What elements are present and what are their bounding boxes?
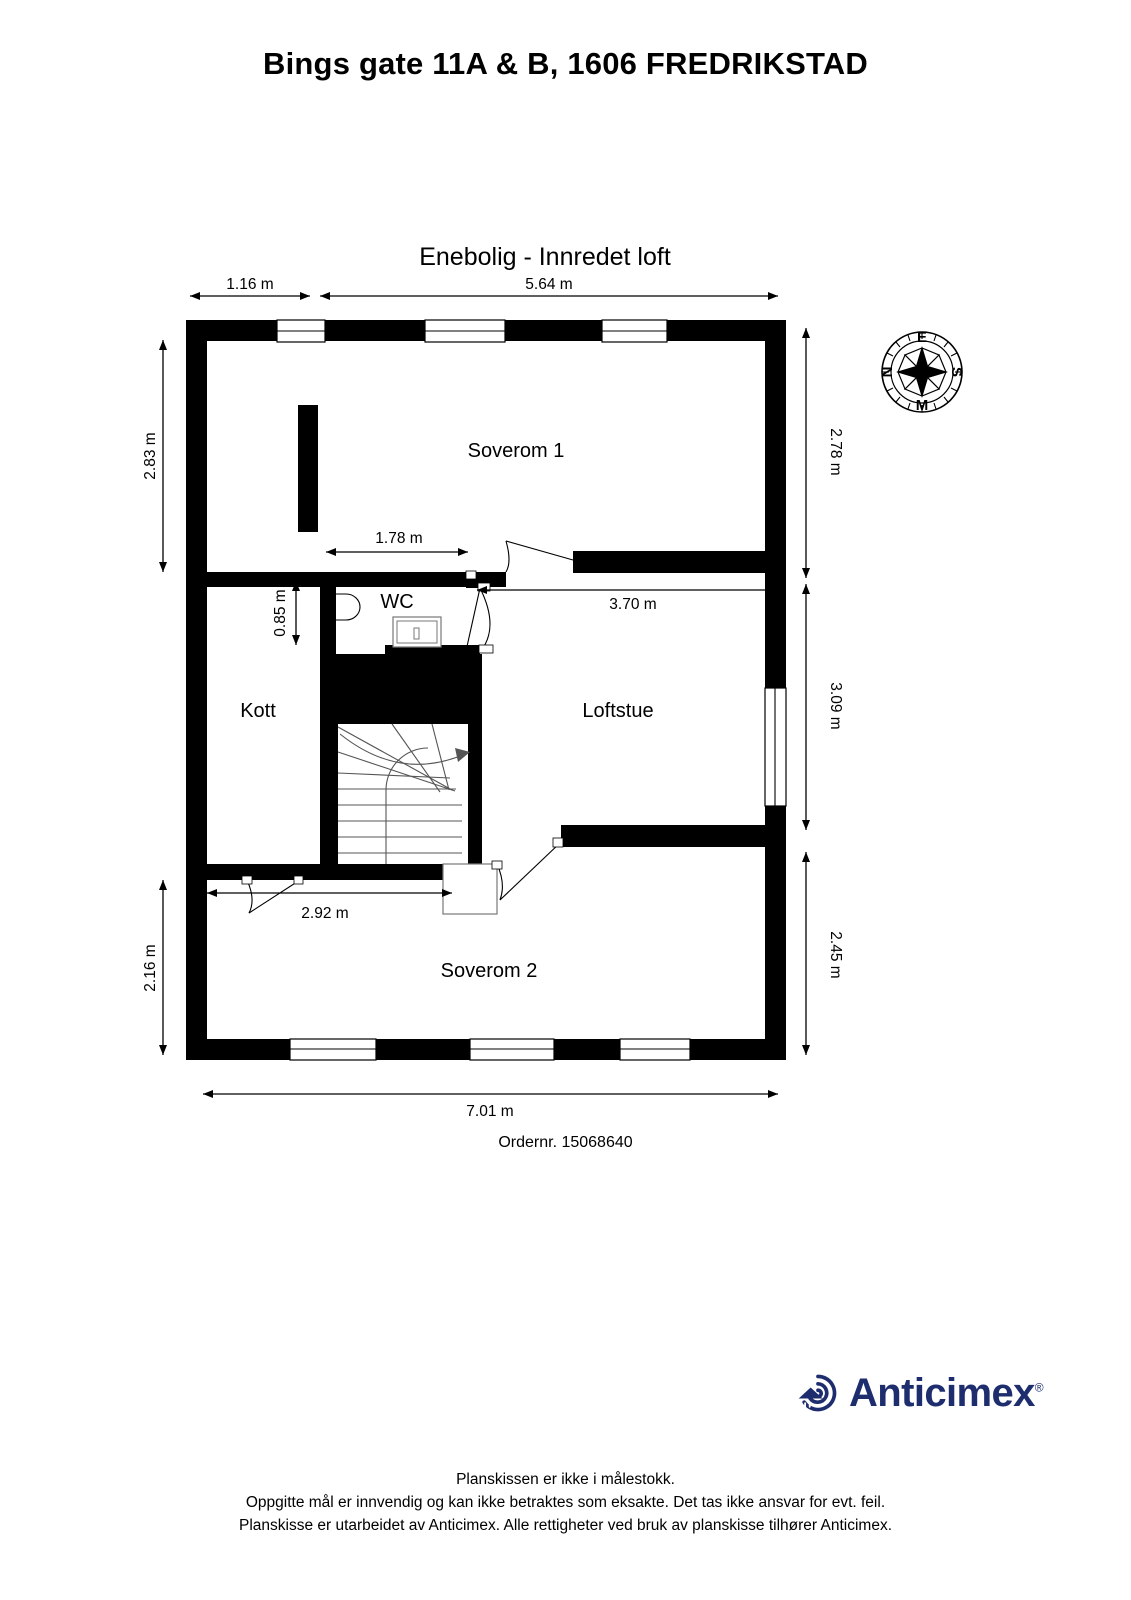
page-title: Bings gate 11A & B, 1606 FREDRIKSTAD bbox=[263, 46, 868, 81]
stair-landing-box bbox=[442, 863, 498, 915]
interior-wall-stair-right bbox=[468, 724, 482, 864]
dim-label-right-upper: 2.78 m bbox=[827, 428, 844, 475]
plan-subtitle: Enebolig - Innredet loft bbox=[419, 243, 671, 271]
window-top-2 bbox=[424, 319, 506, 343]
registered-trademark-symbol: ® bbox=[1034, 1380, 1044, 1395]
brand-name: Anticimex bbox=[849, 1371, 1035, 1415]
door-soverom2 bbox=[491, 837, 564, 901]
disclaimer-line-3: Planskisse er utarbeidet av Anticimex. A… bbox=[238, 1517, 892, 1534]
door-soverom1 bbox=[465, 540, 574, 580]
window-right bbox=[764, 687, 787, 807]
dim-label-top-left: 1.16 m bbox=[226, 276, 273, 293]
compass-label-south: S bbox=[948, 367, 965, 377]
dimension-bottom-total bbox=[203, 1090, 778, 1098]
disclaimer-line-1: Planskissen er ikke i målestokk. bbox=[456, 1471, 675, 1488]
interior-wall-upper-horizontal bbox=[186, 572, 506, 587]
dim-label-kott-width: 2.92 m bbox=[301, 905, 348, 922]
window-bottom-1 bbox=[289, 1038, 377, 1061]
compass-label-west: M bbox=[916, 397, 929, 414]
disclaimer-footer: Planskissen er ikke i målestokk. Oppgitt… bbox=[0, 1468, 1131, 1537]
dimension-wc-height bbox=[292, 581, 300, 645]
dimension-kott-width bbox=[207, 889, 452, 897]
dimension-left-upper bbox=[159, 340, 167, 572]
dim-label-inner-soverom1: 1.78 m bbox=[375, 530, 422, 547]
dimension-inner-soverom1 bbox=[326, 548, 468, 556]
order-number: Ordernr. 15068640 bbox=[498, 1134, 633, 1151]
room-label-wc: WC bbox=[380, 591, 413, 613]
dim-label-right-lower: 2.45 m bbox=[827, 931, 844, 978]
dim-label-wc-height: 0.85 m bbox=[272, 589, 289, 636]
room-label-soverom1: Soverom 1 bbox=[468, 440, 565, 462]
dimension-left-lower bbox=[159, 880, 167, 1055]
window-top-3 bbox=[601, 319, 668, 343]
dimension-right-upper bbox=[802, 328, 810, 578]
interior-wall-stair-left bbox=[320, 654, 338, 864]
compass-label-east: E bbox=[917, 329, 927, 346]
compass-rose: E N S M bbox=[879, 329, 965, 414]
interior-wall-lower-horizontal-left bbox=[186, 864, 322, 880]
dim-label-left-upper: 2.83 m bbox=[142, 432, 159, 479]
dimension-loftstue-width bbox=[477, 586, 778, 594]
dim-label-loftstue-width: 3.70 m bbox=[609, 596, 656, 613]
chimney-block bbox=[298, 405, 318, 532]
room-label-kott: Kott bbox=[240, 700, 276, 722]
window-top-1 bbox=[276, 319, 326, 343]
dimension-top-left bbox=[190, 292, 310, 300]
room-label-loftstue: Loftstue bbox=[582, 700, 653, 722]
disclaimer-line-2: Oppgitte mål er innvendig og kan ikke be… bbox=[245, 1494, 886, 1511]
dimension-right-middle bbox=[802, 584, 810, 830]
floor-plan-drawing: 1.16 m 5.64 m 2.83 m 2.16 m 2.78 m 3.09 … bbox=[142, 276, 965, 1120]
dim-label-left-lower: 2.16 m bbox=[142, 944, 159, 991]
staircase bbox=[337, 723, 470, 864]
compass-label-north: N bbox=[879, 367, 896, 378]
dim-label-right-middle: 3.09 m bbox=[827, 682, 844, 729]
sink-fixture bbox=[392, 616, 442, 648]
interior-wall-stair-block bbox=[320, 654, 482, 724]
room-label-soverom2: Soverom 2 bbox=[441, 960, 538, 982]
anticimex-wordmark: Anticimex® bbox=[849, 1371, 1044, 1415]
dim-label-bottom-total: 7.01 m bbox=[466, 1103, 513, 1120]
window-bottom-3 bbox=[619, 1038, 691, 1061]
interior-wall-lower-horizontal-stair bbox=[294, 864, 482, 880]
window-bottom-2 bbox=[469, 1038, 555, 1061]
toilet-fixture bbox=[329, 592, 361, 622]
interior-wall-wc-left bbox=[320, 572, 336, 654]
anticimex-logo: Anticimex® bbox=[795, 1362, 1065, 1424]
dim-label-top-right: 5.64 m bbox=[525, 276, 572, 293]
anticimex-spiral-icon bbox=[798, 1374, 837, 1412]
interior-wall-upper-horizontal-right bbox=[573, 551, 786, 573]
door-kott bbox=[241, 875, 304, 914]
interior-wall-lower-horizontal-right bbox=[561, 825, 786, 847]
dimension-right-lower bbox=[802, 852, 810, 1055]
dimension-top-right bbox=[320, 292, 778, 300]
